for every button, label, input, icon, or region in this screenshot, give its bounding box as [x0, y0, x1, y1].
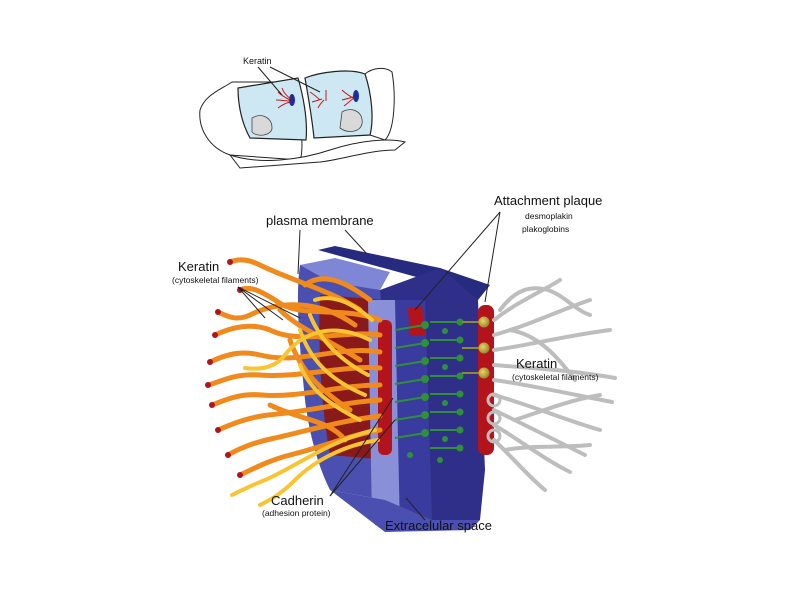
keratin-filaments-left [205, 257, 383, 507]
inset-keratin-leader-1 [257, 66, 283, 96]
plaque-left-top [408, 306, 425, 336]
leader-plasma-membrane-2 [344, 229, 368, 255]
label-keratin-right-sub: (cytoskeletal filaments) [512, 372, 599, 382]
plaque-right [478, 305, 494, 455]
inset-desmosome-left [289, 94, 295, 106]
inset-outline-right [364, 67, 395, 141]
label-extracellular-space: Extracelular space [385, 518, 492, 533]
label-plasma-membrane: plasma membrane [266, 213, 374, 228]
inset-desmosome-right [353, 90, 359, 102]
inset-outline-bottom [228, 139, 407, 169]
desmosome-main [205, 246, 617, 532]
inset-keratin-label: Keratin [243, 56, 272, 66]
leader-extracellular [405, 497, 426, 521]
label-desmoplakin: desmoplakin [525, 211, 573, 221]
leader-cadherin-1 [329, 397, 394, 497]
leader-cadherin-2 [329, 419, 396, 497]
membrane-bottom [330, 490, 480, 532]
label-plakoglobins: plakoglobins [522, 224, 569, 234]
desmoplakin-knobs [462, 316, 490, 379]
labels: plasma membrane Attachment plaque desmop… [172, 193, 602, 533]
label-cadherin: Cadherin [271, 493, 324, 508]
inset-nucleus-right [339, 109, 363, 132]
leader-keratin-left-3 [237, 286, 301, 319]
leader-plasma-membrane-1 [297, 229, 301, 275]
inset-cell-right [304, 70, 373, 139]
leader-plaque-2 [484, 211, 501, 303]
label-keratin-right: Keratin [516, 356, 557, 371]
inset-cells: Keratin [199, 56, 407, 169]
inset-nucleus-left [251, 115, 273, 136]
inset-keratin-strands [275, 87, 355, 109]
leader-keratin-left-2 [237, 286, 284, 321]
label-attachment-plaque: Attachment plaque [494, 193, 602, 208]
label-keratin-left: Keratin [178, 259, 219, 274]
label-cadherin-sub: (adhesion protein) [262, 508, 331, 518]
plaque-left [378, 320, 392, 455]
cadherin-proteins [394, 318, 464, 463]
membrane-left-top [300, 258, 390, 290]
leader-plaque-1 [414, 211, 501, 311]
keratin-filaments-right [486, 278, 617, 492]
label-keratin-left-sub: (cytoskeletal filaments) [172, 275, 259, 285]
leader-keratin-left-1 [237, 286, 266, 319]
inset-cell-left [237, 77, 308, 141]
inset-keratin-leader-2 [269, 66, 321, 93]
